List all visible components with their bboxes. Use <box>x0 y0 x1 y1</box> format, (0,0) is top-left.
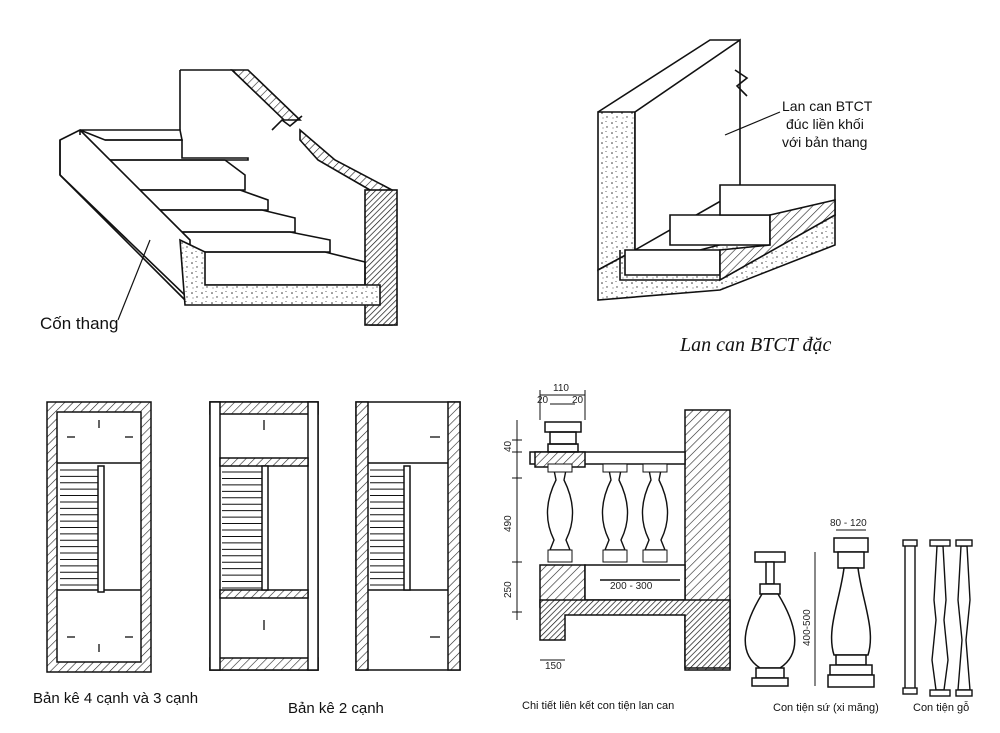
wood-baluster-caption: Con tiện gỗ <box>913 702 970 714</box>
dim-height-490: 490 <box>503 515 514 532</box>
dim-ceramic-height: 400-500 <box>802 609 813 646</box>
plan-slab-4-3-sides <box>46 401 152 673</box>
baluster-base-block <box>602 549 628 563</box>
dim-height-250: 250 <box>503 581 514 598</box>
dim-right-20: 20 <box>572 395 584 406</box>
plan-1-treads <box>60 469 98 586</box>
baluster <box>641 469 669 551</box>
balusters-group <box>546 463 669 563</box>
wood-balusters <box>902 539 973 697</box>
stair-stringer-label: Cốn thang <box>40 314 119 333</box>
dim-height-40: 40 <box>503 440 514 452</box>
dim-left-20: 20 <box>537 395 549 406</box>
solid-rc-railing-perspective <box>597 38 836 301</box>
ceramic-baluster-caption: Con tiện sứ (xi măng) <box>773 702 879 714</box>
baluster-connection-detail <box>529 409 731 671</box>
baluster-base-block <box>547 549 573 563</box>
solid-railing-note-line-2: đúc liền khối <box>786 116 864 132</box>
baluster-top-block <box>547 463 573 473</box>
solid-railing-note-line-1: Lan can BTCT <box>782 98 873 114</box>
solid-railing-caption: Lan can BTCT đặc <box>680 334 832 356</box>
dim-top-width: 110 <box>553 383 569 394</box>
dim-ceramic-width: 80 - 120 <box>830 518 867 529</box>
plan-2-caption: Bản kê 2 cạnh <box>288 700 384 717</box>
plan-tick-marks <box>67 420 440 652</box>
ceramic-baluster-2 <box>814 529 875 688</box>
baluster-top-block <box>642 463 668 473</box>
dim-spacing: 200 - 300 <box>610 581 653 592</box>
dim-base-150: 150 <box>545 661 562 672</box>
solid-railing-note-line-3: với bản thang <box>782 134 868 150</box>
baluster-base-block <box>642 549 668 563</box>
plan-2-treads <box>222 471 262 589</box>
baluster <box>601 469 629 551</box>
plan-3-treads <box>370 469 404 586</box>
plan-slab-2-sides-b <box>355 401 461 671</box>
ceramic-baluster <box>744 551 796 687</box>
stair-stringer-perspective <box>59 69 398 326</box>
plan-4-3-caption: Bản kê 4 cạnh và 3 cạnh <box>33 690 199 707</box>
dimension-lines <box>512 390 655 661</box>
baluster-detail-caption: Chi tiết liên kết con tiện lan can <box>522 700 675 712</box>
baluster-top-block <box>602 463 628 473</box>
baluster <box>546 469 574 551</box>
